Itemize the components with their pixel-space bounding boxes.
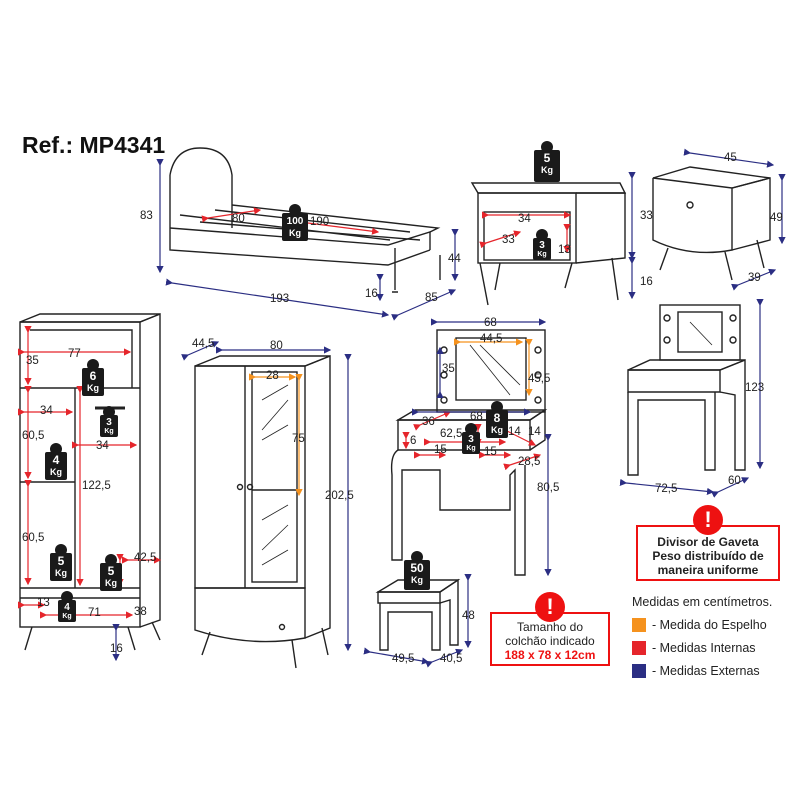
closet-top-niche: 35 xyxy=(26,355,39,367)
bed-inner-length: 190 xyxy=(310,216,330,228)
mattress-size-note: ! Tamanho do colchão indicado 188 x 78 x… xyxy=(490,592,610,666)
stool-height: 48 xyxy=(462,610,475,622)
nightstand-width: 45 xyxy=(724,152,737,164)
vanity-top-depth: 36 xyxy=(422,416,435,428)
nightstand-drawer-height: 13 xyxy=(558,244,571,256)
nightstand-height: 33 xyxy=(640,210,653,222)
closet-left-lower: 60,5 xyxy=(22,532,45,544)
vanity-inner-depth: 28,5 xyxy=(518,456,541,468)
vanity-total-depth: 60 xyxy=(728,475,741,487)
nightstand-leg-height: 16 xyxy=(640,276,653,288)
wardrobe-depth: 44,5 xyxy=(192,338,215,350)
vanity-drawer-width: 62,5 xyxy=(440,428,463,440)
bed-depth: 85 xyxy=(425,292,438,304)
drawer-divider-note: ! Divisor de Gaveta Peso distribuído de … xyxy=(636,505,780,581)
vanity-niche-left: 15 xyxy=(434,444,447,456)
vanity-niche-right: 15 xyxy=(484,446,497,458)
vanity-drawer-height: 6 xyxy=(410,435,417,447)
wardrobe-height: 202,5 xyxy=(325,490,354,502)
vanity-mirror-frame-width: 68 xyxy=(484,317,497,329)
legend-item-internal: - Medidas Internas xyxy=(632,636,772,659)
legend-title: Medidas em centímetros. xyxy=(632,594,773,609)
vanity-table-height: 80,5 xyxy=(537,482,560,494)
nightstand-total-height: 49 xyxy=(770,212,783,224)
closet-leg-height: 16 xyxy=(110,643,123,655)
nightstand-depth: 39 xyxy=(748,272,761,284)
internal-swatch xyxy=(632,640,646,655)
bed-height: 83 xyxy=(140,210,153,222)
vanity-total-height: 123 xyxy=(745,382,765,394)
bed-length: 193 xyxy=(270,293,290,305)
closet-open-drawing xyxy=(19,312,161,651)
stool-depth: 40,5 xyxy=(440,653,463,665)
wardrobe-width: 80 xyxy=(270,340,283,352)
vanity-top-width: 68 xyxy=(470,411,483,423)
closet-drawer-width: 71 xyxy=(88,607,101,619)
closet-drawer-height: 13 xyxy=(37,597,50,609)
warning-icon: ! xyxy=(693,505,723,535)
closet-right-depth: 42,5 xyxy=(134,552,157,564)
closet-drawer-depth: 38 xyxy=(134,606,147,618)
stool-width: 49,5 xyxy=(392,653,415,665)
external-swatch xyxy=(632,663,646,678)
closet-left-width: 34 xyxy=(40,405,53,417)
reference-title: Ref.: MP4341 xyxy=(22,132,166,158)
vanity-side-depth-2: 14 xyxy=(528,426,541,438)
vanity-side-drawing xyxy=(627,304,746,476)
nightstand-side-drawing xyxy=(652,166,771,281)
nightstand-inner-width: 34 xyxy=(518,213,531,225)
closet-hanging-height: 122,5 xyxy=(82,480,111,492)
measurement-legend: Medidas em centímetros. - Medida do Espe… xyxy=(632,590,772,682)
closet-inner-width: 77 xyxy=(68,348,81,360)
vanity-mirror-frame-height: 35 xyxy=(442,363,455,375)
warning-icon: ! xyxy=(535,592,565,622)
wardrobe-mirror-width: 28 xyxy=(266,370,279,382)
legend-item-mirror: - Medida do Espelho xyxy=(632,613,772,636)
vanity-mirror-height: 45,5 xyxy=(528,373,551,385)
bed-inner-width: 80 xyxy=(232,213,245,225)
legend-item-external: - Medidas Externas xyxy=(632,659,772,682)
stool-drawing xyxy=(375,578,461,651)
nightstand-inner-depth: 33 xyxy=(502,234,515,246)
vanity-mirror-width: 44,5 xyxy=(480,333,503,345)
closet-right-width: 34 xyxy=(96,440,109,452)
bed-side-height: 44 xyxy=(448,253,461,265)
closet-left-upper: 60,5 xyxy=(22,430,45,442)
wardrobe-mirror-height: 75 xyxy=(292,433,305,445)
mirror-swatch xyxy=(632,617,646,632)
bed-leg-height: 16 xyxy=(365,288,378,300)
vanity-total-width: 72,5 xyxy=(655,483,678,495)
wardrobe-drawing xyxy=(194,354,331,669)
vanity-side-depth-1: 14 xyxy=(508,426,521,438)
